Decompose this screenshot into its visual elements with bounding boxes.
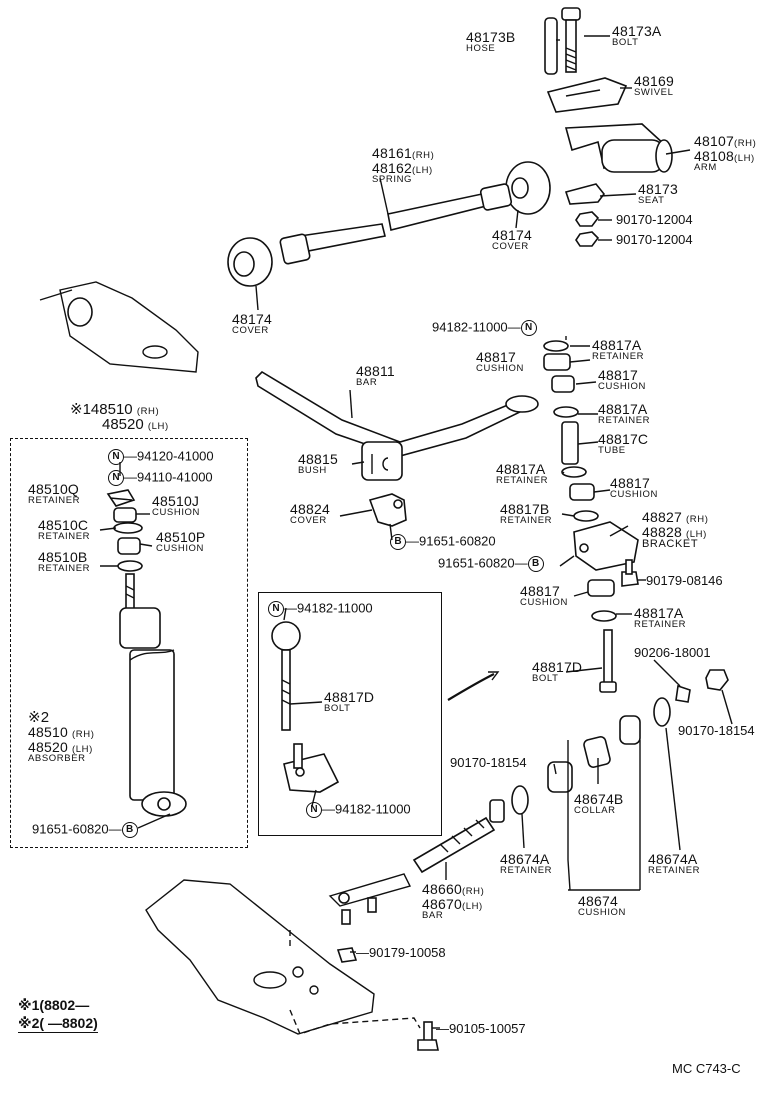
cover-48174-left-shape (227, 237, 273, 287)
part-48817a-3: 48817A RETAINER (496, 461, 549, 486)
part-48817c: 48817C TUBE (598, 431, 649, 456)
part-48817-4: 48817 CUSHION (520, 583, 569, 608)
fastener-90105-10057: —90105-10057 (436, 1021, 526, 1036)
b-mark: B (121, 822, 138, 838)
part-48815: 48815 BUSH (298, 451, 338, 476)
seat-48173-shape (564, 183, 606, 205)
part-48510p: 48510P CUSHION (156, 529, 206, 554)
frame-bracket-shape (39, 281, 199, 373)
leader-lines (99, 35, 733, 1035)
arm-48107-shape (564, 123, 673, 173)
part-48817d-box: 48817D BOLT (324, 689, 375, 714)
bush-48815-shape (361, 441, 403, 481)
b-mark: B (390, 534, 406, 550)
part-48817-2: 48817 CUSHION (598, 367, 647, 392)
fastener-90170-18154-b: 90170-18154 (450, 755, 527, 770)
part-48174-right: 48174 COVER (492, 227, 532, 252)
lower-bar-48660-shape (412, 669, 729, 874)
diagram-code: MC C743-C (672, 1061, 741, 1076)
part-48660: 48660(RH) 48670(LH) BAR (422, 881, 485, 921)
b-mark: B (527, 556, 544, 572)
swivel-48169-shape (546, 77, 628, 113)
part-48169: 48169 SWIVEL (634, 73, 674, 98)
part-48811: 48811 BAR (356, 363, 395, 388)
part-48510q: 48510Q RETAINER (28, 481, 81, 506)
part-48510c: 48510C RETAINER (38, 517, 91, 542)
n-mark: N (520, 320, 537, 336)
fastener-94182-11000-a: 94182-11000—N (432, 320, 537, 336)
cover-48174-right-shape (505, 161, 551, 215)
legend-item-2: ※2( —8802) (18, 1015, 98, 1033)
cover-48824-shape (368, 493, 407, 527)
nut-90170-12004-shapes (575, 211, 600, 247)
n-mark: N (108, 449, 124, 465)
part-48107: 48107(RH) 48108(LH) ARM (694, 133, 757, 173)
fastener-90170-18154-a: 90170-18154 (678, 723, 755, 738)
link-box-shapes (271, 621, 340, 793)
part-48173a: 48173A BOLT (612, 23, 662, 48)
spring-48161-shape (279, 183, 513, 265)
link-stack-shapes (543, 340, 639, 693)
part-48510-absorber: ※2 48510 (RH) 48520 (LH) ABSORBER (28, 709, 95, 764)
hose-48173b-shape (544, 17, 558, 75)
part-48174-left: 48174 COVER (232, 311, 272, 336)
fastener-94120-41000: N—94120-41000 (108, 449, 214, 465)
fastener-94182-11000-b: N—94182-11000 (268, 601, 373, 617)
fastener-91651-60820-a: B—91651-60820 (390, 534, 496, 550)
n-mark: N (306, 802, 322, 818)
link-group-box (258, 592, 442, 836)
lower-arm-frame-shape (145, 873, 439, 1051)
legend-item-1: ※1(8802— (18, 997, 90, 1013)
part-48674a-left: 48674A RETAINER (500, 851, 553, 876)
absorber-group-box (10, 438, 248, 848)
shock-absorber-shape (106, 489, 187, 817)
fastener-90179-10058: —90179-10058 (356, 945, 446, 960)
part-48510j: 48510J CUSHION (152, 493, 201, 518)
part-48510-top: ※148510 (RH) 48520 (LH) (70, 401, 169, 433)
fastener-90179-08146: 90179-08146 (646, 573, 723, 588)
bolt-48173a-shape (561, 7, 581, 73)
fastener-91651-60820-b: 91651-60820—B (438, 556, 544, 572)
fastener-90206-18001: 90206-18001 (634, 645, 711, 660)
part-48817-1: 48817 CUSHION (476, 349, 525, 374)
legend: ※1(8802— ※2( —8802) (18, 998, 98, 1033)
part-48510b: 48510B RETAINER (38, 549, 91, 574)
part-48827: 48827 (RH) 48828 (LH) BRACKET (642, 509, 709, 550)
part-48173b: 48173B HOSE (466, 29, 516, 54)
n-mark: N (268, 601, 284, 617)
part-48817a-2: 48817A RETAINER (598, 401, 651, 426)
fastener-90170-12004-b: 90170-12004 (616, 232, 693, 247)
fastener-90170-12004-a: 90170-12004 (616, 212, 693, 227)
fastener-94182-11000-c: N—94182-11000 (306, 802, 411, 818)
n-mark: N (108, 470, 124, 486)
part-48817a-4: 48817A RETAINER (634, 605, 687, 630)
part-48173: 48173 SEAT (638, 181, 678, 206)
part-48817b: 48817B RETAINER (500, 501, 553, 526)
part-48824: 48824 COVER (290, 501, 330, 526)
part-48674b: 48674B COLLAR (574, 791, 624, 816)
part-48161: 48161(RH) 48162(LH) SPRING (372, 145, 435, 185)
part-48674: 48674 CUSHION (578, 893, 627, 918)
stabilizer-bar-48811-shape (255, 370, 539, 457)
fastener-94110-41000: N—94110-41000 (108, 470, 213, 486)
part-48817-3: 48817 CUSHION (610, 475, 659, 500)
part-48817d: 48817D BOLT (532, 659, 583, 684)
fastener-91651-60820-c: 91651-60820—B (32, 822, 138, 838)
part-48817a-1: 48817A RETAINER (592, 337, 645, 362)
part-48674a-right: 48674A RETAINER (648, 851, 701, 876)
